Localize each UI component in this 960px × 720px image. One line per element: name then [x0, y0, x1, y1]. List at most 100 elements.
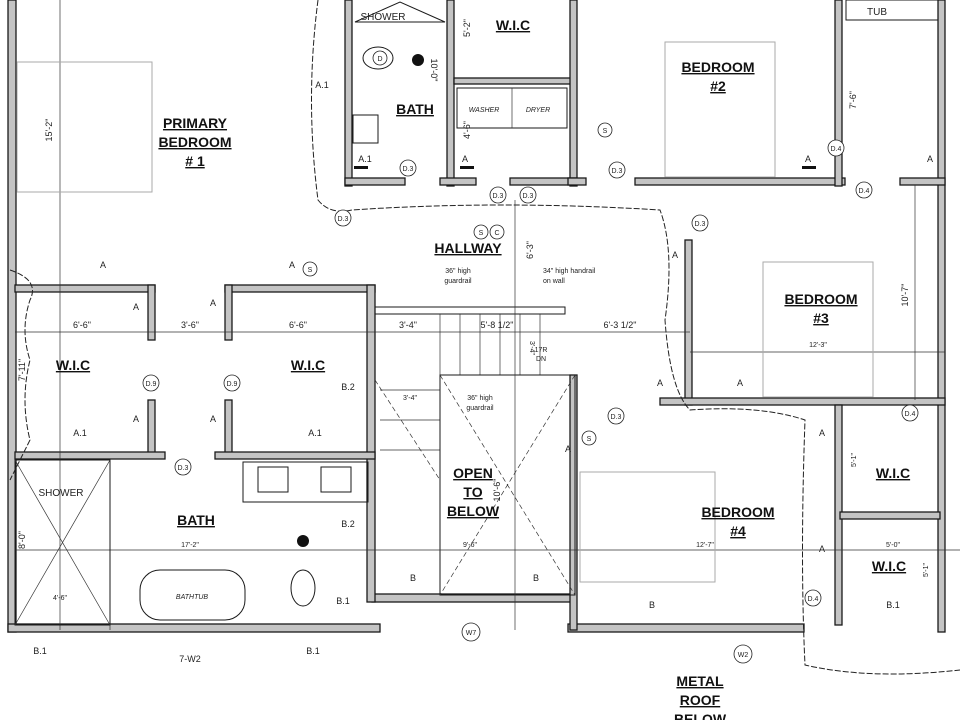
open-line1: OPEN	[453, 465, 493, 481]
revision-cloud-left	[9, 269, 33, 481]
room-bedroom3-line2: #3	[813, 310, 829, 326]
tag-b1: B.1	[33, 646, 47, 656]
room-wic-right-upper: W.I.C	[876, 465, 910, 481]
tag-a: A	[657, 378, 663, 388]
grid-tag-w2: 7-W2	[179, 654, 201, 664]
dim-hall-depth: 6'-3"	[525, 241, 535, 259]
dim-bedroom3-height: 10'-7"	[900, 284, 910, 307]
tag-b: B	[533, 573, 539, 583]
tag-a: A	[133, 302, 139, 312]
dim-stair-step: 3'-4"	[528, 341, 535, 355]
tag-c: C	[494, 230, 499, 237]
tag-a: A	[210, 414, 216, 424]
room-bedroom4-line1: BEDROOM	[701, 504, 774, 520]
tag-d3: D.3	[403, 166, 414, 173]
dim-wic-height: 5'-2"	[462, 19, 472, 37]
tag-a: A	[133, 414, 139, 424]
tag-a: A	[289, 260, 295, 270]
tag-a1: A.1	[315, 80, 329, 90]
dim-wic-lower-height: 5'-1"	[923, 563, 930, 577]
open-line3: BELOW	[447, 503, 500, 519]
tag-w2: W2	[738, 652, 749, 659]
tag-a: A	[805, 154, 811, 164]
tag-b1: B.1	[886, 600, 900, 610]
shower-top-label: SHOWER	[361, 12, 406, 23]
tag-a: A	[672, 250, 678, 260]
tag-d3: D.3	[523, 193, 534, 200]
tag-b1: B.1	[306, 646, 320, 656]
metal-roof-line2: ROOF	[680, 692, 721, 708]
walls	[7, 0, 946, 633]
tag-a: A	[927, 154, 933, 164]
room-left-wic: W.I.C	[56, 357, 90, 373]
bathtub-label: BATHTUB	[176, 594, 208, 601]
dim-laundry-height: 4'-6"	[462, 121, 472, 139]
note-handrail-1: 34" high handrail	[543, 268, 596, 275]
tag-d: D	[377, 56, 382, 63]
dim-left-wic-height: 7'-11"	[17, 359, 27, 381]
note-handrail-2: on wall	[543, 278, 565, 285]
dim-top-bath-height: 10'-0"	[429, 59, 439, 82]
note-guardrail-bottom-1: 36" high	[467, 395, 493, 402]
tag-a: A	[819, 544, 825, 554]
tag-a: A	[819, 428, 825, 438]
room-bedroom2-line2: #2	[710, 78, 726, 94]
dim-open-height: 10'-6"	[492, 479, 502, 502]
note-guardrail-top-2: guardrail	[444, 278, 472, 285]
room-bedroom4-line2: #4	[730, 523, 746, 539]
tag-d3: D.3	[611, 414, 622, 421]
dim-bath-width: 17'-2"	[181, 542, 199, 549]
tag-a1: A.1	[308, 428, 322, 438]
tag-d3: D.3	[338, 216, 349, 223]
washer-label: WASHER	[469, 107, 500, 114]
tag-a: A	[210, 298, 216, 308]
tag-a: A	[737, 378, 743, 388]
tag-s: S	[587, 436, 592, 443]
tag-b: B	[410, 573, 416, 583]
tag-d4: D.4	[905, 411, 916, 418]
dim-primary-height: 15'-2"	[44, 119, 54, 142]
metal-roof-line1: METAL	[676, 673, 724, 689]
room-primary-line1: PRIMARY	[163, 115, 228, 131]
riser-count: 17R	[535, 347, 548, 354]
note-guardrail-top-1: 36" high	[445, 268, 471, 275]
dim-left-wic-width: 6'-6"	[73, 320, 91, 330]
tag-b2: B.2	[341, 382, 355, 392]
dim-stair-width: 5'-8 1/2"	[481, 320, 514, 330]
tag-d3: D.3	[695, 221, 706, 228]
dim-stair-lower: 3'-4"	[403, 395, 417, 402]
shower-bottom-label: SHOWER	[39, 488, 84, 499]
note-guardrail-bottom-2: guardrail	[466, 405, 494, 412]
dim-shower-height: 8'-0"	[17, 531, 27, 549]
dim-wic-upper-height: 5'-1"	[851, 453, 858, 467]
tub-label: TUB	[867, 7, 887, 18]
tag-w7: W7	[466, 630, 477, 637]
dim-open-width: 9'-6"	[463, 542, 477, 549]
door-tags: D D.3 D.3 D.3 D.3 D.3 D.3 D.3 D.3 D.4 D.…	[142, 50, 919, 664]
fan-icon	[297, 535, 309, 547]
room-center-wic: W.I.C	[291, 357, 325, 373]
tag-a: A	[462, 154, 468, 164]
tag-d3: D.3	[612, 168, 623, 175]
tag-a1: A.1	[358, 154, 372, 164]
wall-tags: A.1 A.1 A A A A A A A A A A.1 A.1 A A A …	[33, 80, 933, 664]
room-top-wic: W.I.C	[496, 17, 530, 33]
room-hallway: HALLWAY	[434, 240, 502, 256]
metal-roof-line3: BELOW	[674, 711, 727, 720]
tag-d9: D.9	[146, 381, 157, 388]
tag-s: S	[603, 128, 608, 135]
dim-bedroom4-width: 12'-7"	[696, 542, 714, 549]
furniture	[14, 0, 939, 626]
tag-b2: B.2	[341, 519, 355, 529]
dim-center-wic-width: 6'-6"	[289, 320, 307, 330]
tag-a: A	[565, 444, 571, 454]
dim-wic-lower-width: 5'-0"	[886, 542, 900, 549]
tag-d3: D.3	[178, 465, 189, 472]
dimensions: 15'-2" 10'-0" 5'-2" 4'-6" 7'-6" 6'-6" 3'…	[17, 19, 930, 602]
tag-a: A	[100, 260, 106, 270]
dim-tub-height: 7'-6"	[848, 91, 858, 109]
tag-d4: D.4	[859, 188, 870, 195]
tag-d3: D.3	[493, 193, 504, 200]
room-primary-line3: # 1	[185, 153, 205, 169]
